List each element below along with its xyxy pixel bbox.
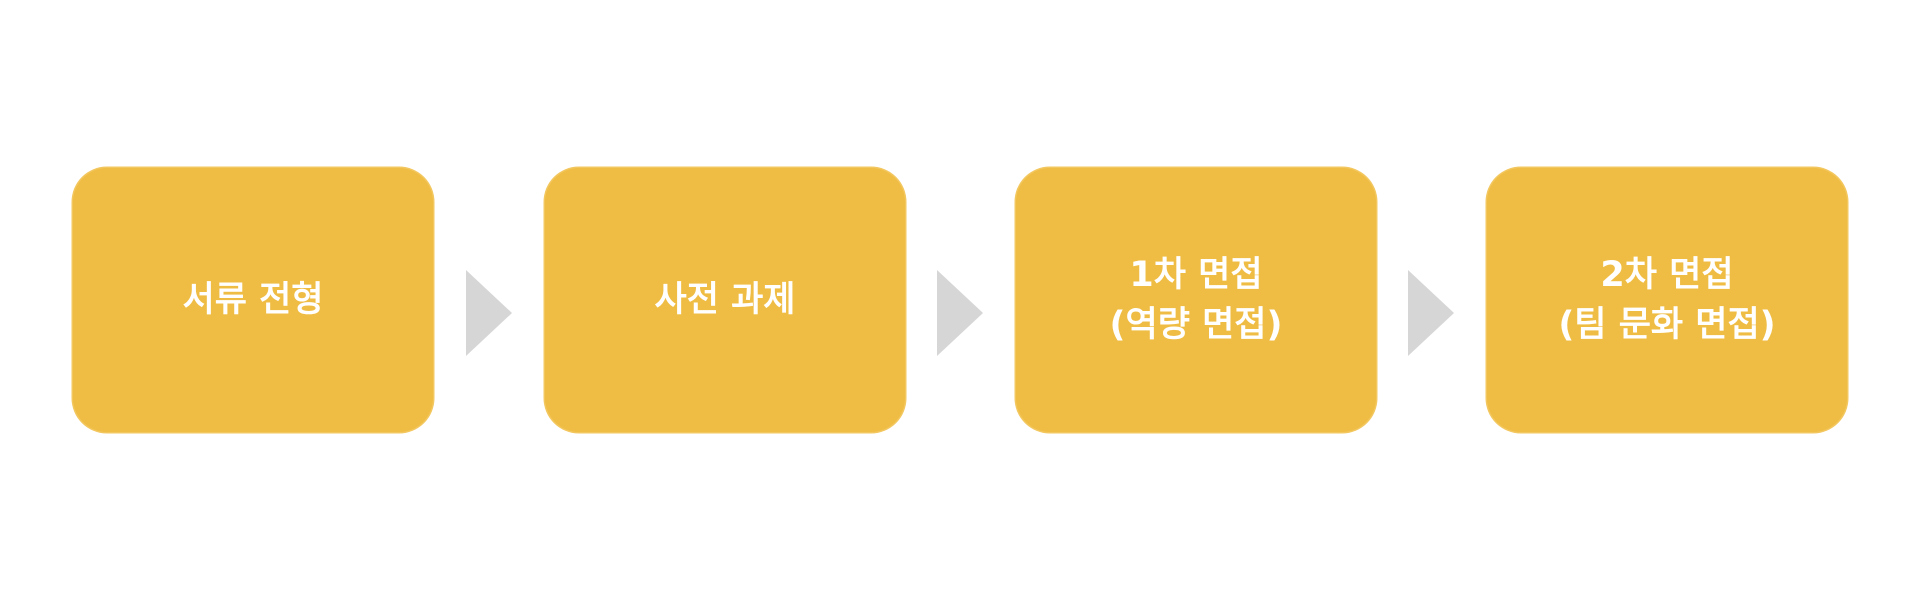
step-second-interview: 2차 면접 (팀 문화 면접) — [1487, 168, 1847, 432]
step-pre-assignment: 사전 과제 — [545, 168, 905, 432]
arrow-right-icon — [466, 270, 512, 356]
step-label: 2차 면접 (팀 문화 면접) — [1558, 255, 1776, 345]
step-label: 서류 전형 — [182, 280, 324, 320]
step-label: 사전 과제 — [654, 280, 796, 320]
step-document-screening: 서류 전형 — [73, 168, 433, 432]
arrow-right-icon — [1408, 270, 1454, 356]
step-first-interview: 1차 면접 (역량 면접) — [1016, 168, 1376, 432]
arrow-right-icon — [937, 270, 983, 356]
step-label: 1차 면접 (역량 면접) — [1109, 255, 1283, 345]
